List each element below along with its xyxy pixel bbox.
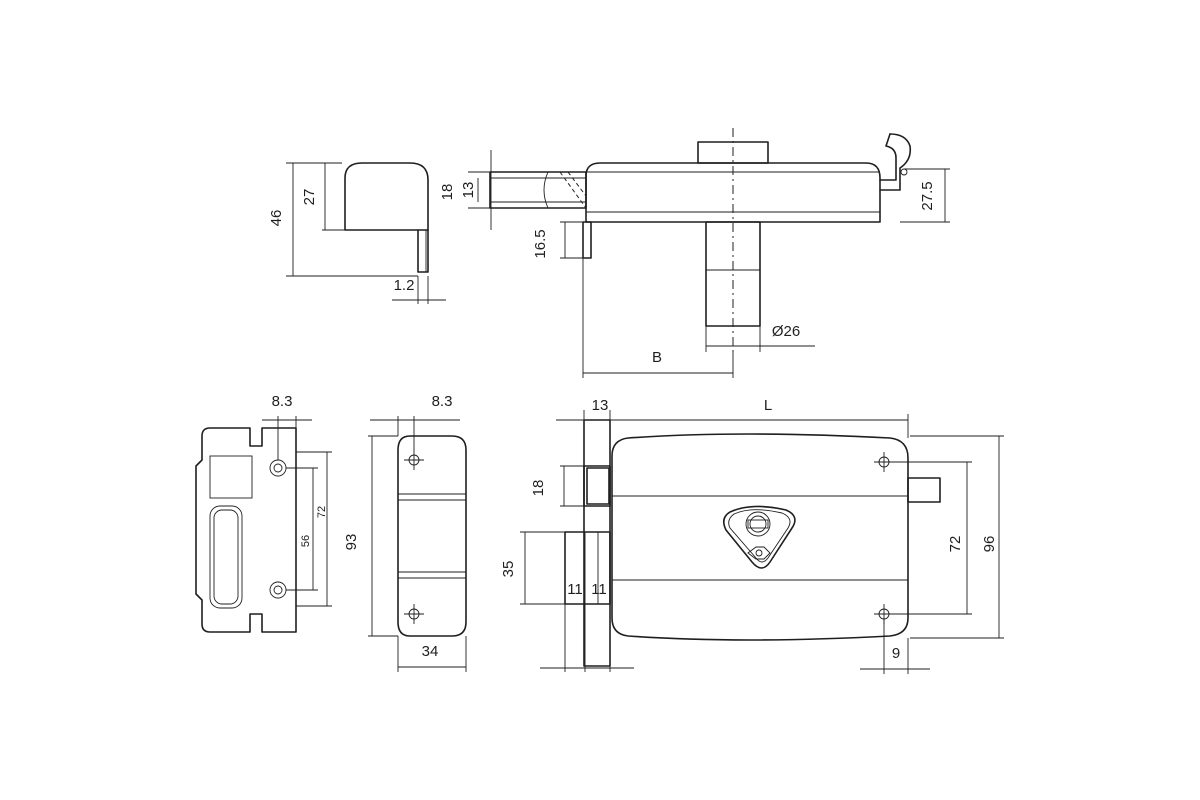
dim-keeper-height: 93: [343, 534, 360, 551]
dim-case-height: 96: [981, 536, 998, 553]
dim-keeper-width: 34: [422, 643, 439, 660]
dim-bolt-offset: 16.5: [532, 229, 549, 258]
dim-striker-height: 46: [268, 210, 285, 227]
cylinder-icon: [722, 505, 796, 569]
dim-plate-offset: 8.3: [272, 393, 293, 410]
dim-striker-inner: 27: [301, 189, 318, 206]
dim-case-depth: 27.5: [919, 181, 936, 210]
screw-hole-icon: [269, 581, 287, 599]
dim-keeper-offset: 8.3: [432, 393, 453, 410]
dim-latch-width-a: 11: [567, 581, 583, 598]
screw-hole-icon: [404, 604, 424, 624]
dim-hole-spacing: 72: [947, 536, 964, 553]
dim-length: L: [764, 397, 772, 414]
dim-latch-width-b: 11: [591, 581, 607, 598]
keeper-view: 8.3 93 34: [343, 393, 467, 672]
dim-plate-inner: 72: [316, 506, 328, 518]
dim-front-bolt-height: 18: [530, 480, 547, 497]
screw-hole-icon: [404, 450, 424, 470]
dim-bolt-height: 18: [439, 184, 456, 201]
striker-view: 46 27 1.2: [268, 162, 446, 304]
brand-logo-icon: [745, 511, 771, 560]
lock-top-view: 18 13 16.5 27.5 B Ø26: [439, 128, 950, 378]
dim-front-latch-height: 35: [500, 561, 517, 578]
screw-hole-icon: [269, 459, 287, 477]
dim-hole-offset: 9: [892, 645, 900, 662]
dim-front-thickness: 13: [592, 397, 609, 414]
dim-bolt-inner: 13: [460, 182, 477, 199]
dim-plate-hole-spacing: 56: [300, 535, 312, 547]
lock-front-view: 13 L 18 35 11 11 72 96 9: [500, 397, 1004, 674]
dim-striker-thickness: 1.2: [394, 277, 415, 294]
dim-backset: B: [652, 349, 662, 366]
strike-plate-view: 8.3 72 56: [195, 393, 332, 633]
dim-cylinder-dia: Ø26: [772, 323, 800, 340]
